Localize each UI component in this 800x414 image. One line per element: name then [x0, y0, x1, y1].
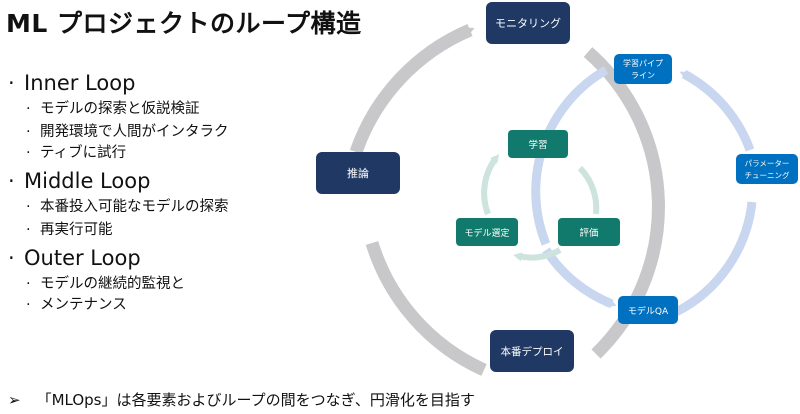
inner-loop-ring — [577, 165, 600, 215]
svg-text:本番デプロイ: 本番デプロイ — [501, 345, 564, 358]
svg-text:学習パイプ: 学習パイプ — [623, 58, 663, 68]
middle-loop-ring — [673, 201, 757, 317]
arrow-bullet-icon: ➢ — [8, 391, 21, 409]
inner-loop-ring — [513, 247, 562, 262]
slide-title: ML プロジェクトのループ構造 — [6, 9, 362, 38]
inner-loop-item-continuation: ティブに試行 — [8, 143, 308, 164]
monitoring-node: モニタリング — [486, 2, 570, 44]
svg-text:学習: 学習 — [528, 139, 547, 151]
training-node: 学習 — [508, 130, 568, 158]
outer-loop-ring — [365, 241, 487, 376]
svg-text:評価: 評価 — [579, 227, 599, 239]
middle-loop-heading: Middle Loop — [8, 168, 308, 195]
svg-text:モニタリング: モニタリング — [495, 16, 561, 30]
inner-loop-heading: Inner Loop — [8, 70, 308, 97]
middle-loop-item: 再実行可能 — [8, 220, 308, 241]
svg-text:モデルQA: モデルQA — [628, 305, 669, 317]
inner-loop-item: 開発環境で人間がインタラク — [8, 122, 308, 143]
inference-node: 推論 — [316, 152, 400, 194]
model-qa-node: モデルQA — [618, 296, 678, 324]
footer-text: 「MLOps」は各要素およびループの間をつなぎ、円滑化を目指す — [36, 391, 475, 409]
parameter-tuning-node: パラメーター チューニング — [736, 154, 798, 184]
model-selection-node: モデル選定 — [456, 218, 518, 246]
inner-loop-ring — [481, 154, 500, 216]
outer-loop-heading: Outer Loop — [8, 245, 308, 272]
svg-text:推論: 推論 — [347, 166, 369, 180]
svg-text:チューニング: チューニング — [745, 170, 790, 180]
loop-outline: Inner Loop モデルの探索と仮説検証 開発環境で人間がインタラク ティブ… — [8, 66, 308, 316]
footer-note: ➢ 「MLOps」は各要素およびループの間をつなぎ、円滑化を目指す — [8, 389, 475, 410]
outer-loop-item-continuation: メンテナンス — [8, 295, 308, 316]
svg-text:パラメーター: パラメーター — [745, 159, 790, 168]
evaluation-node: 評価 — [558, 218, 620, 246]
middle-loop-item: 本番投入可能なモデルの探索 — [8, 197, 308, 218]
deploy-node: 本番デプロイ — [490, 330, 574, 372]
outer-loop-item: モデルの継続的監視と — [8, 274, 308, 295]
svg-text:ライン: ライン — [631, 71, 655, 80]
middle-loop-ring — [542, 247, 617, 309]
inner-loop-item: モデルの探索と仮説検証 — [8, 99, 308, 120]
middle-loop-ring — [679, 70, 755, 152]
outer-loop-ring — [349, 24, 475, 155]
training-pipeline-node: 学習パイプ ライン — [614, 54, 672, 84]
svg-text:モデル選定: モデル選定 — [464, 227, 509, 239]
